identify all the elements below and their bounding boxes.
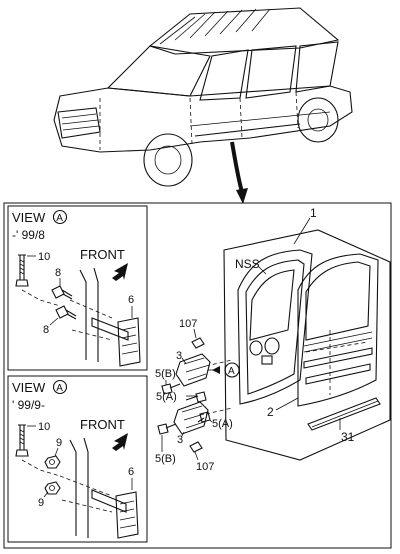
vehicle-illustration bbox=[53, 7, 353, 204]
callout-main-31: 31 bbox=[341, 430, 355, 444]
view-bottom-front: FRONT bbox=[80, 417, 125, 432]
callout-main-107-top: 107 bbox=[179, 318, 197, 330]
parts-frame bbox=[3, 202, 392, 549]
callout-main-5b-bottom: 5(B) bbox=[155, 453, 176, 465]
view-top-circle bbox=[52, 209, 68, 225]
callout-bottom-9b: 9 bbox=[38, 497, 44, 509]
callout-main-3-bottom: 3 bbox=[177, 434, 183, 446]
callout-bottom-6: 6 bbox=[128, 466, 134, 478]
view-a-bottom-panel: VIEW A ' 99/9- FRONT 10 9 9 6 bbox=[7, 375, 148, 543]
callout-top-8a: 8 bbox=[55, 267, 61, 279]
main-callouts: 1 NSS 107 3 5(B) 5(A) 3 5(A) 5(B) 107 2 … bbox=[155, 206, 355, 473]
view-top-range: -' 99/8 bbox=[12, 228, 45, 242]
view-bottom-range: ' 99/9- bbox=[12, 398, 45, 412]
callout-main-1: 1 bbox=[310, 206, 317, 220]
view-top-title: VIEW bbox=[12, 210, 46, 225]
main-view-marker bbox=[224, 362, 240, 378]
callout-top-8b: 8 bbox=[43, 324, 49, 336]
callout-main-nss: NSS bbox=[235, 257, 260, 271]
view-bottom-circle bbox=[52, 379, 68, 395]
callout-main-5a-bottom: 5(A) bbox=[212, 418, 233, 430]
hinge-parts bbox=[157, 337, 233, 453]
callout-top-10: 10 bbox=[38, 251, 50, 263]
callout-bottom-9a: 9 bbox=[56, 437, 62, 449]
view-top-circle-letter: A bbox=[56, 213, 63, 224]
front-arrow-bottom bbox=[112, 433, 128, 451]
callout-top-6: 6 bbox=[128, 294, 134, 306]
callout-main-5a-top: 5(A) bbox=[156, 391, 177, 403]
callout-main-2: 2 bbox=[267, 405, 274, 419]
door-assembly: A bbox=[208, 229, 391, 461]
view-bottom-circle-letter: A bbox=[56, 383, 63, 394]
view-top-front: FRONT bbox=[80, 247, 125, 262]
view-a-top-panel: VIEW A -' 99/8 FRONT 10 8 8 6 bbox=[7, 205, 148, 371]
callout-main-3-top: 3 bbox=[176, 350, 182, 362]
callout-main-5b-top: 5(B) bbox=[155, 368, 176, 380]
view-bottom-title: VIEW bbox=[12, 380, 46, 395]
callout-bottom-10: 10 bbox=[38, 421, 50, 433]
callout-main-107-bottom: 107 bbox=[196, 461, 214, 473]
main-view-marker-letter: A bbox=[228, 366, 235, 377]
front-arrow-top bbox=[112, 263, 128, 281]
